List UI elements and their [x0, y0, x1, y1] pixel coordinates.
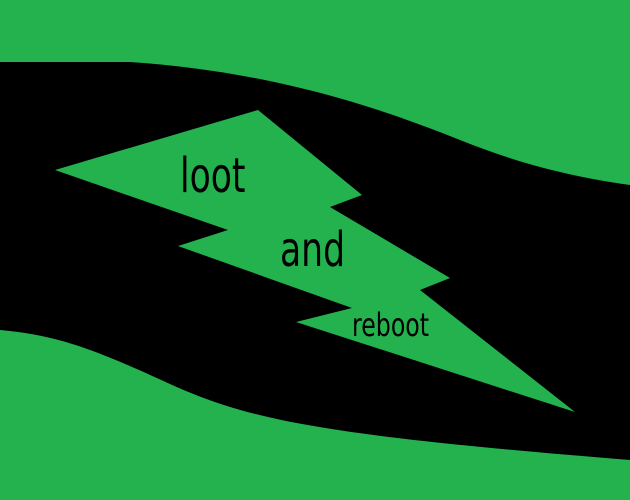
title-word-reboot: reboot: [352, 306, 430, 344]
lightning-bolt-icon: [55, 110, 575, 412]
bottom-green-band: [0, 330, 630, 500]
top-green-band: [0, 0, 630, 185]
title-word-loot: loot: [180, 148, 246, 204]
title-word-and: and: [280, 222, 346, 278]
